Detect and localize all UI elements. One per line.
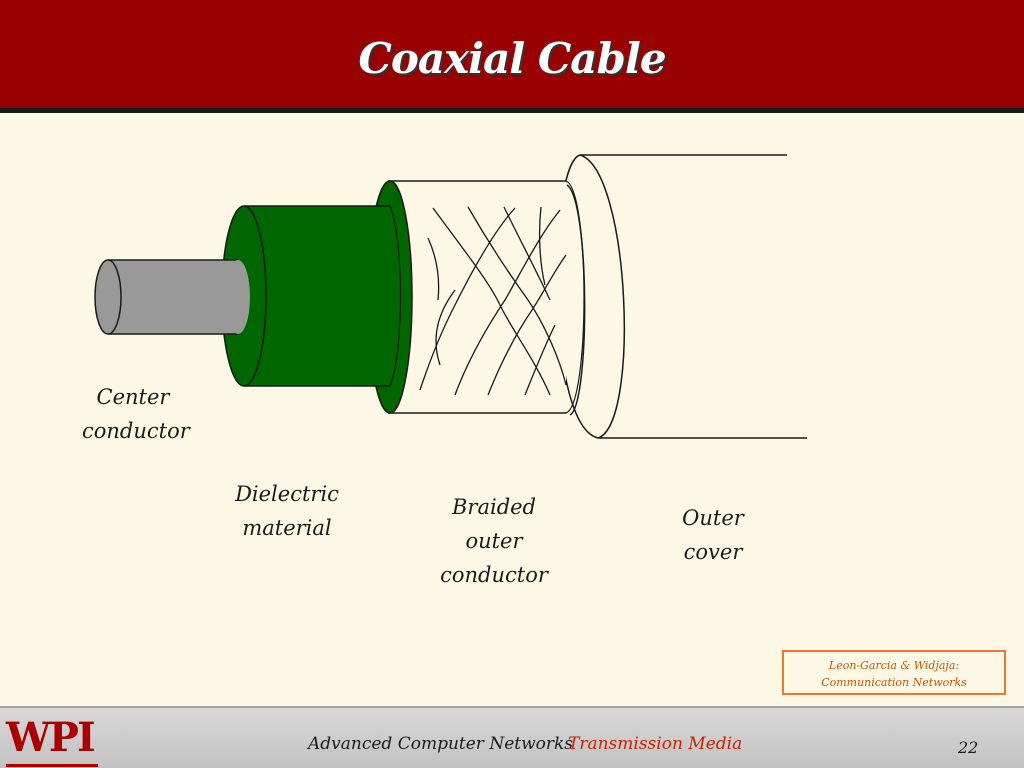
title-bar: Coaxial Cable [0,0,1024,108]
outer-cover [556,154,807,439]
coaxial-cable-diagram [94,154,807,439]
braid-pattern [419,206,567,396]
label-dielectric-material: Dielectric material [235,482,339,540]
braided-outer-conductor [388,180,585,414]
citation-authors: Leon-Garcia & Widjaja: [828,659,960,672]
wpi-logo: WPI [6,714,96,761]
label-outer-cover: Outer cover [682,506,744,564]
dielectric-material [221,180,413,414]
label-center-conductor: Center conductor [82,385,190,443]
citation-book: Communication Networks [821,676,967,689]
footer-bar: WPI Advanced Computer Networks Transmiss… [0,706,1024,768]
footer-topic: Transmission Media [568,734,743,754]
logo-underline [6,764,98,767]
citation-box: Leon-Garcia & Widjaja: Communication Net… [782,650,1006,695]
slide-title: Coaxial Cable [358,34,666,83]
center-conductor [94,259,250,335]
page-number: 22 [958,738,979,757]
footer-course: Advanced Computer Networks [308,734,574,754]
label-braided-outer-conductor: Braided outer conductor [440,495,548,587]
title-divider [0,108,1024,113]
